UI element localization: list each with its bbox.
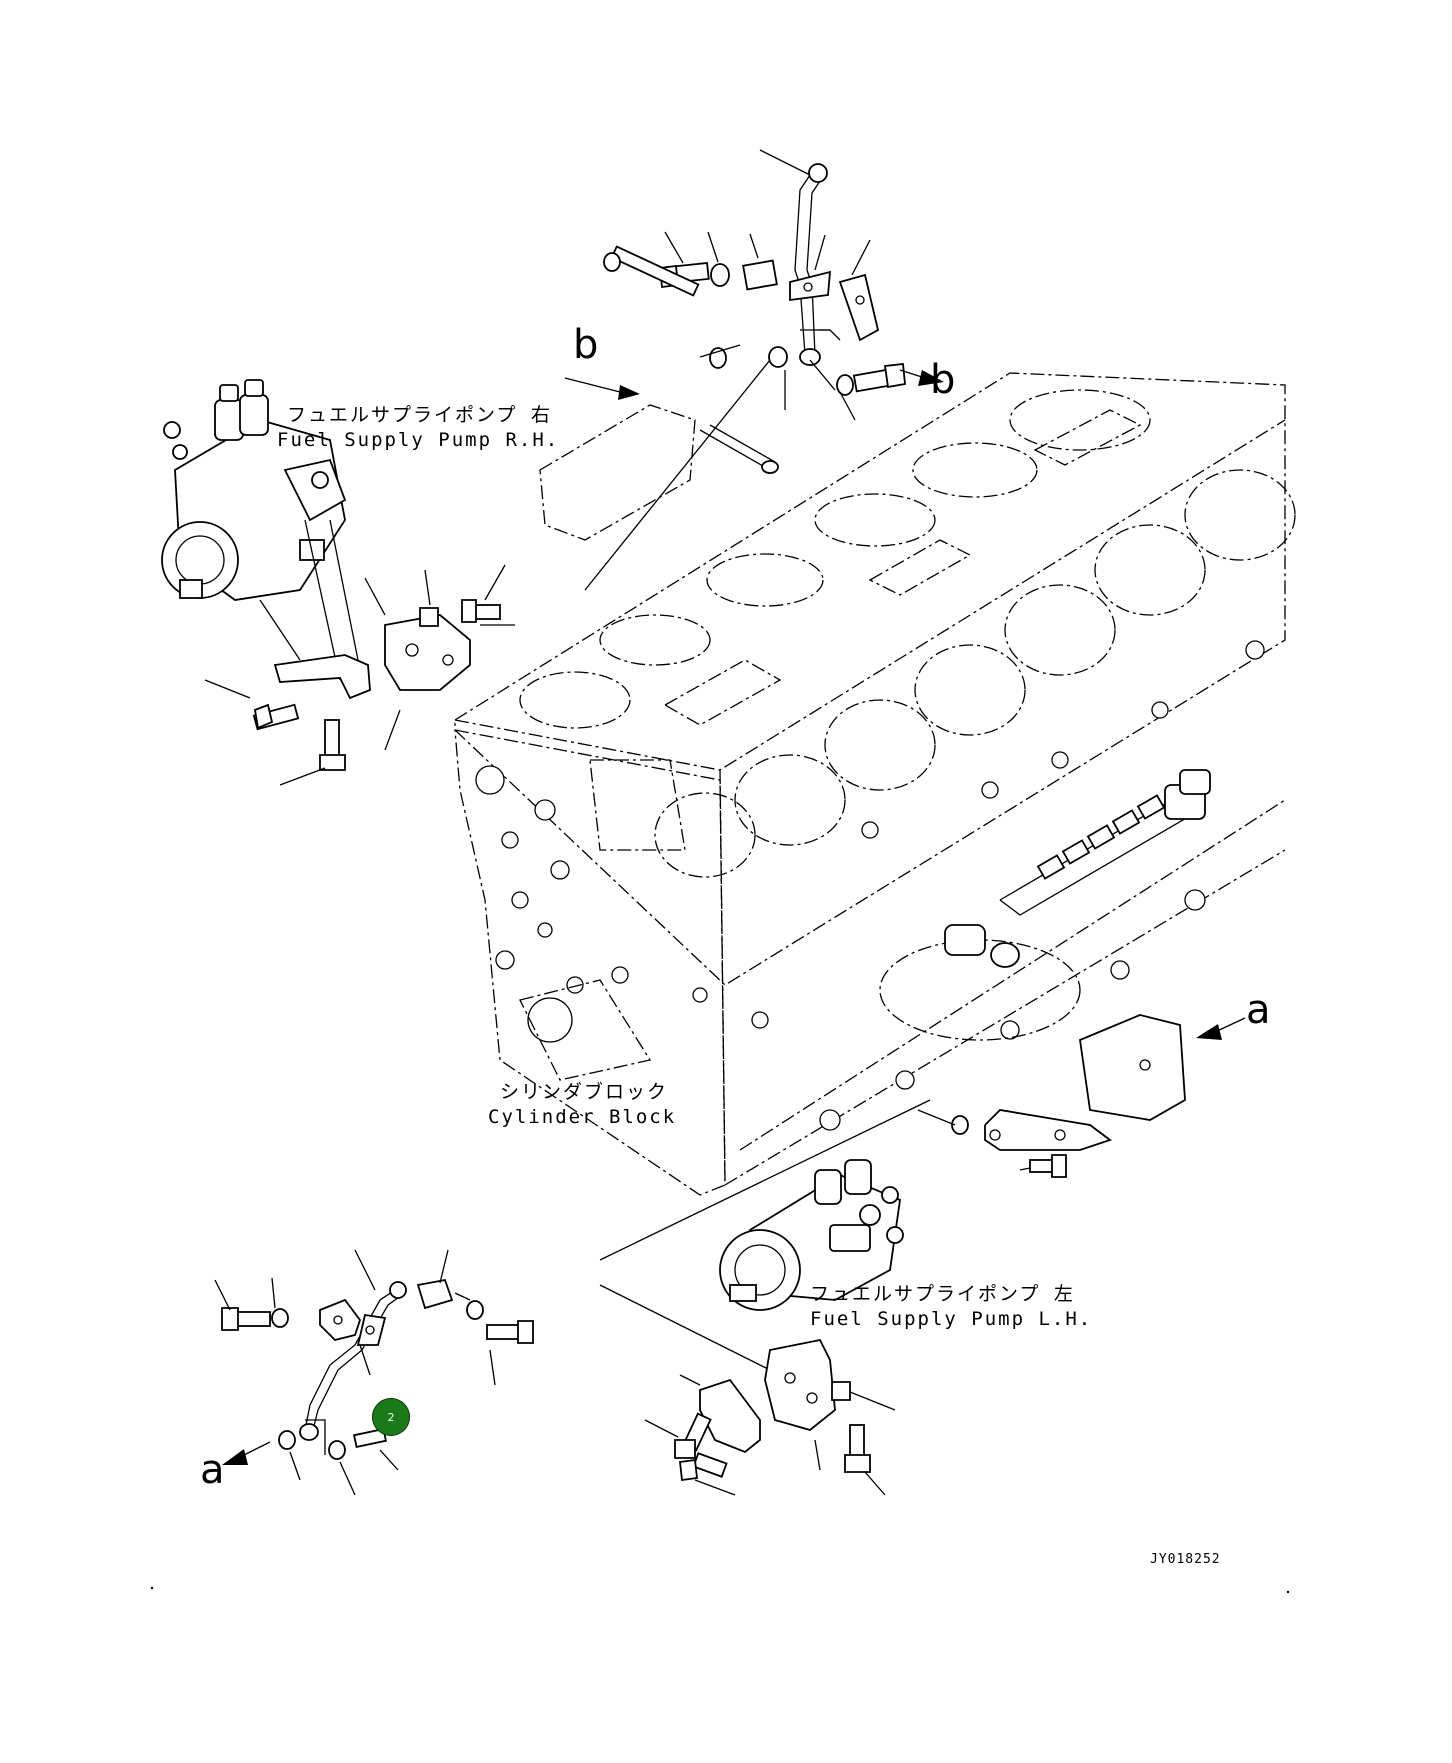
part-callout-2[interactable]: 2 <box>372 1398 410 1436</box>
leader-lines-lh <box>644 1374 896 1496</box>
cylinder-bores <box>519 389 1296 878</box>
front-face-holes <box>475 640 1265 1131</box>
view-marker-b-right: b <box>930 357 956 403</box>
view-arrow-a-left <box>222 1441 271 1465</box>
leader-lines-rh <box>204 564 515 786</box>
view-marker-a-left: a <box>200 1447 225 1493</box>
cylinder-block-label-en: Cylinder Block <box>488 1106 677 1128</box>
leader-lines-top <box>584 149 871 591</box>
bracket-rh <box>273 614 471 700</box>
fuel-supply-pump-rh <box>161 379 347 601</box>
view-arrow-a-right <box>1196 1017 1246 1040</box>
pump-lh-label-en: Fuel Supply Pump L.H. <box>810 1308 1093 1330</box>
drawing-code: JY018252 <box>1150 1552 1221 1567</box>
lh-bracket-fasteners <box>674 1412 871 1482</box>
fuel-rail <box>944 769 1211 968</box>
view-arrows-b <box>564 369 944 400</box>
view-marker-a-right: a <box>1246 987 1271 1033</box>
pump-rh-label-en: Fuel Supply Pump R.H. <box>277 429 560 451</box>
lower-fuel-pipe-group <box>221 1278 534 1460</box>
pump-rh-label-jp: フュエルサプライポンプ 右 <box>287 404 552 426</box>
part-callout-number: 2 <box>387 1410 395 1424</box>
cylinder-block <box>454 372 1296 1196</box>
side-bracket-a <box>917 1014 1186 1178</box>
leader-lines-lower-left <box>214 1249 496 1496</box>
fuel-supply-pump-lh <box>719 1159 904 1311</box>
view-marker-b-left: b <box>573 322 599 368</box>
bracket-lh <box>699 1338 851 1454</box>
rh-bracket-fasteners <box>252 599 501 771</box>
cylinder-block-label-jp: シリンダブロック <box>500 1081 669 1103</box>
pump-lh-label-jp: フュエルサプライポンプ 左 <box>810 1283 1075 1305</box>
